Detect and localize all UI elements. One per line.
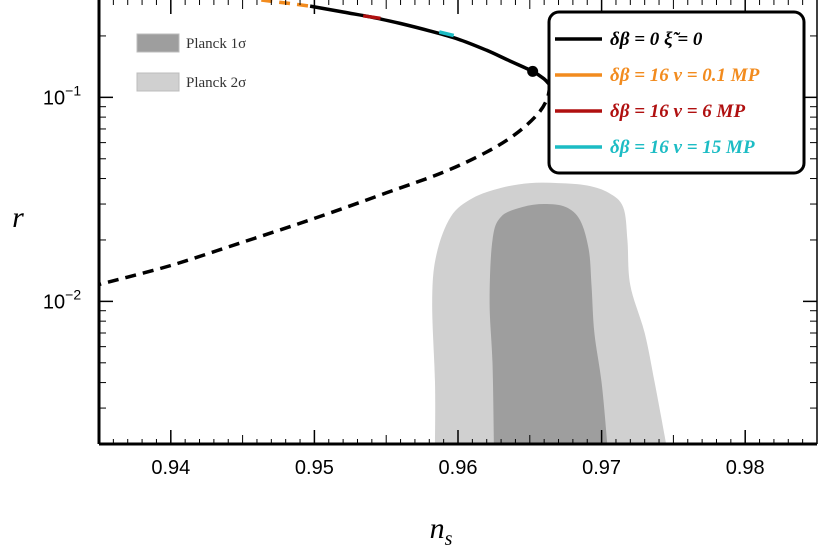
x-tick-label: 0.97 <box>582 457 621 479</box>
curve-solid-branch <box>309 4 552 87</box>
legend-box <box>547 10 806 175</box>
legend-label: Planck 1σ <box>186 36 246 52</box>
legend-planck: Planck 1σ Planck 2σ <box>136 33 246 92</box>
legend-line-label: δβ = 16 v = 15 MP <box>610 137 755 158</box>
x-tick-label: 0.98 <box>726 457 765 479</box>
model-curves <box>99 0 552 287</box>
x-tick-label: 0.95 <box>295 457 334 479</box>
marker-point <box>527 65 539 77</box>
curve-red-segment <box>362 14 381 21</box>
legend-line-label: δβ = 16 v = 0.1 MP <box>610 65 760 86</box>
y-axis-title: r <box>12 201 24 234</box>
region-planck-1- <box>489 204 608 444</box>
y-tick-exponent: −1 <box>65 82 81 98</box>
legend-label: Planck 2σ <box>186 75 246 91</box>
y-tick-label: 10−2 <box>43 286 81 313</box>
legend-swatch <box>136 72 180 92</box>
curve-cyan-segment <box>438 30 455 38</box>
legend-swatch <box>136 33 180 53</box>
x-tick-label: 0.94 <box>151 457 190 479</box>
legend-models: δβ = 0 ξ̃ = 0 δβ = 16 v = 0.1 MP δβ = 16 v… <box>547 10 806 175</box>
y-tick-exponent: −2 <box>65 286 81 302</box>
planck-regions <box>432 182 667 444</box>
legend-line-label: δβ = 0 ξ̃ = 0 <box>610 29 703 50</box>
legend-line-label: δβ = 16 v = 6 MP <box>610 101 745 122</box>
curve-dashed-branch <box>99 84 552 287</box>
y-tick-base: 10 <box>43 291 65 313</box>
x-tick-label: 0.96 <box>439 457 478 479</box>
y-tick-label: 10−1 <box>43 82 81 109</box>
x-axis-title: ns <box>430 512 453 550</box>
y-tick-base: 10 <box>43 87 65 109</box>
